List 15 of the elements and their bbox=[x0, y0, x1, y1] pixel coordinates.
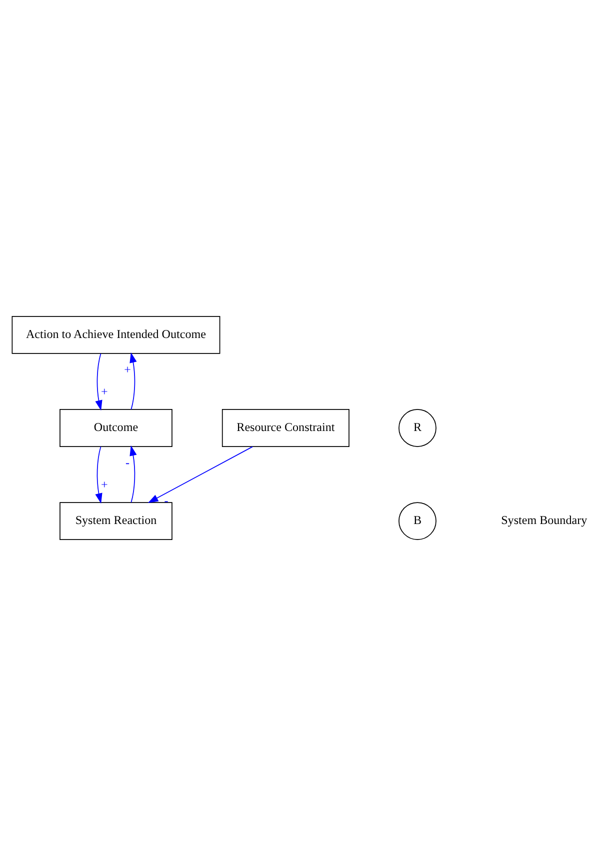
edge-label: + bbox=[100, 384, 108, 398]
arrow bbox=[130, 444, 137, 502]
arrow bbox=[95, 352, 102, 410]
edge-label: - bbox=[126, 455, 130, 470]
edge-label: + bbox=[100, 477, 108, 492]
arrow bbox=[148, 446, 253, 503]
label: System Boundary bbox=[501, 512, 588, 527]
label: B bbox=[413, 512, 422, 527]
edge-label: + bbox=[124, 362, 131, 376]
arrow bbox=[95, 446, 102, 504]
node-box: Resource Constraint bbox=[222, 408, 350, 446]
label: R bbox=[413, 420, 422, 434]
node-box: Outcome bbox=[60, 408, 172, 446]
node-box: Action to Achieve Intended Outcome bbox=[12, 316, 220, 354]
arrow bbox=[130, 352, 137, 410]
